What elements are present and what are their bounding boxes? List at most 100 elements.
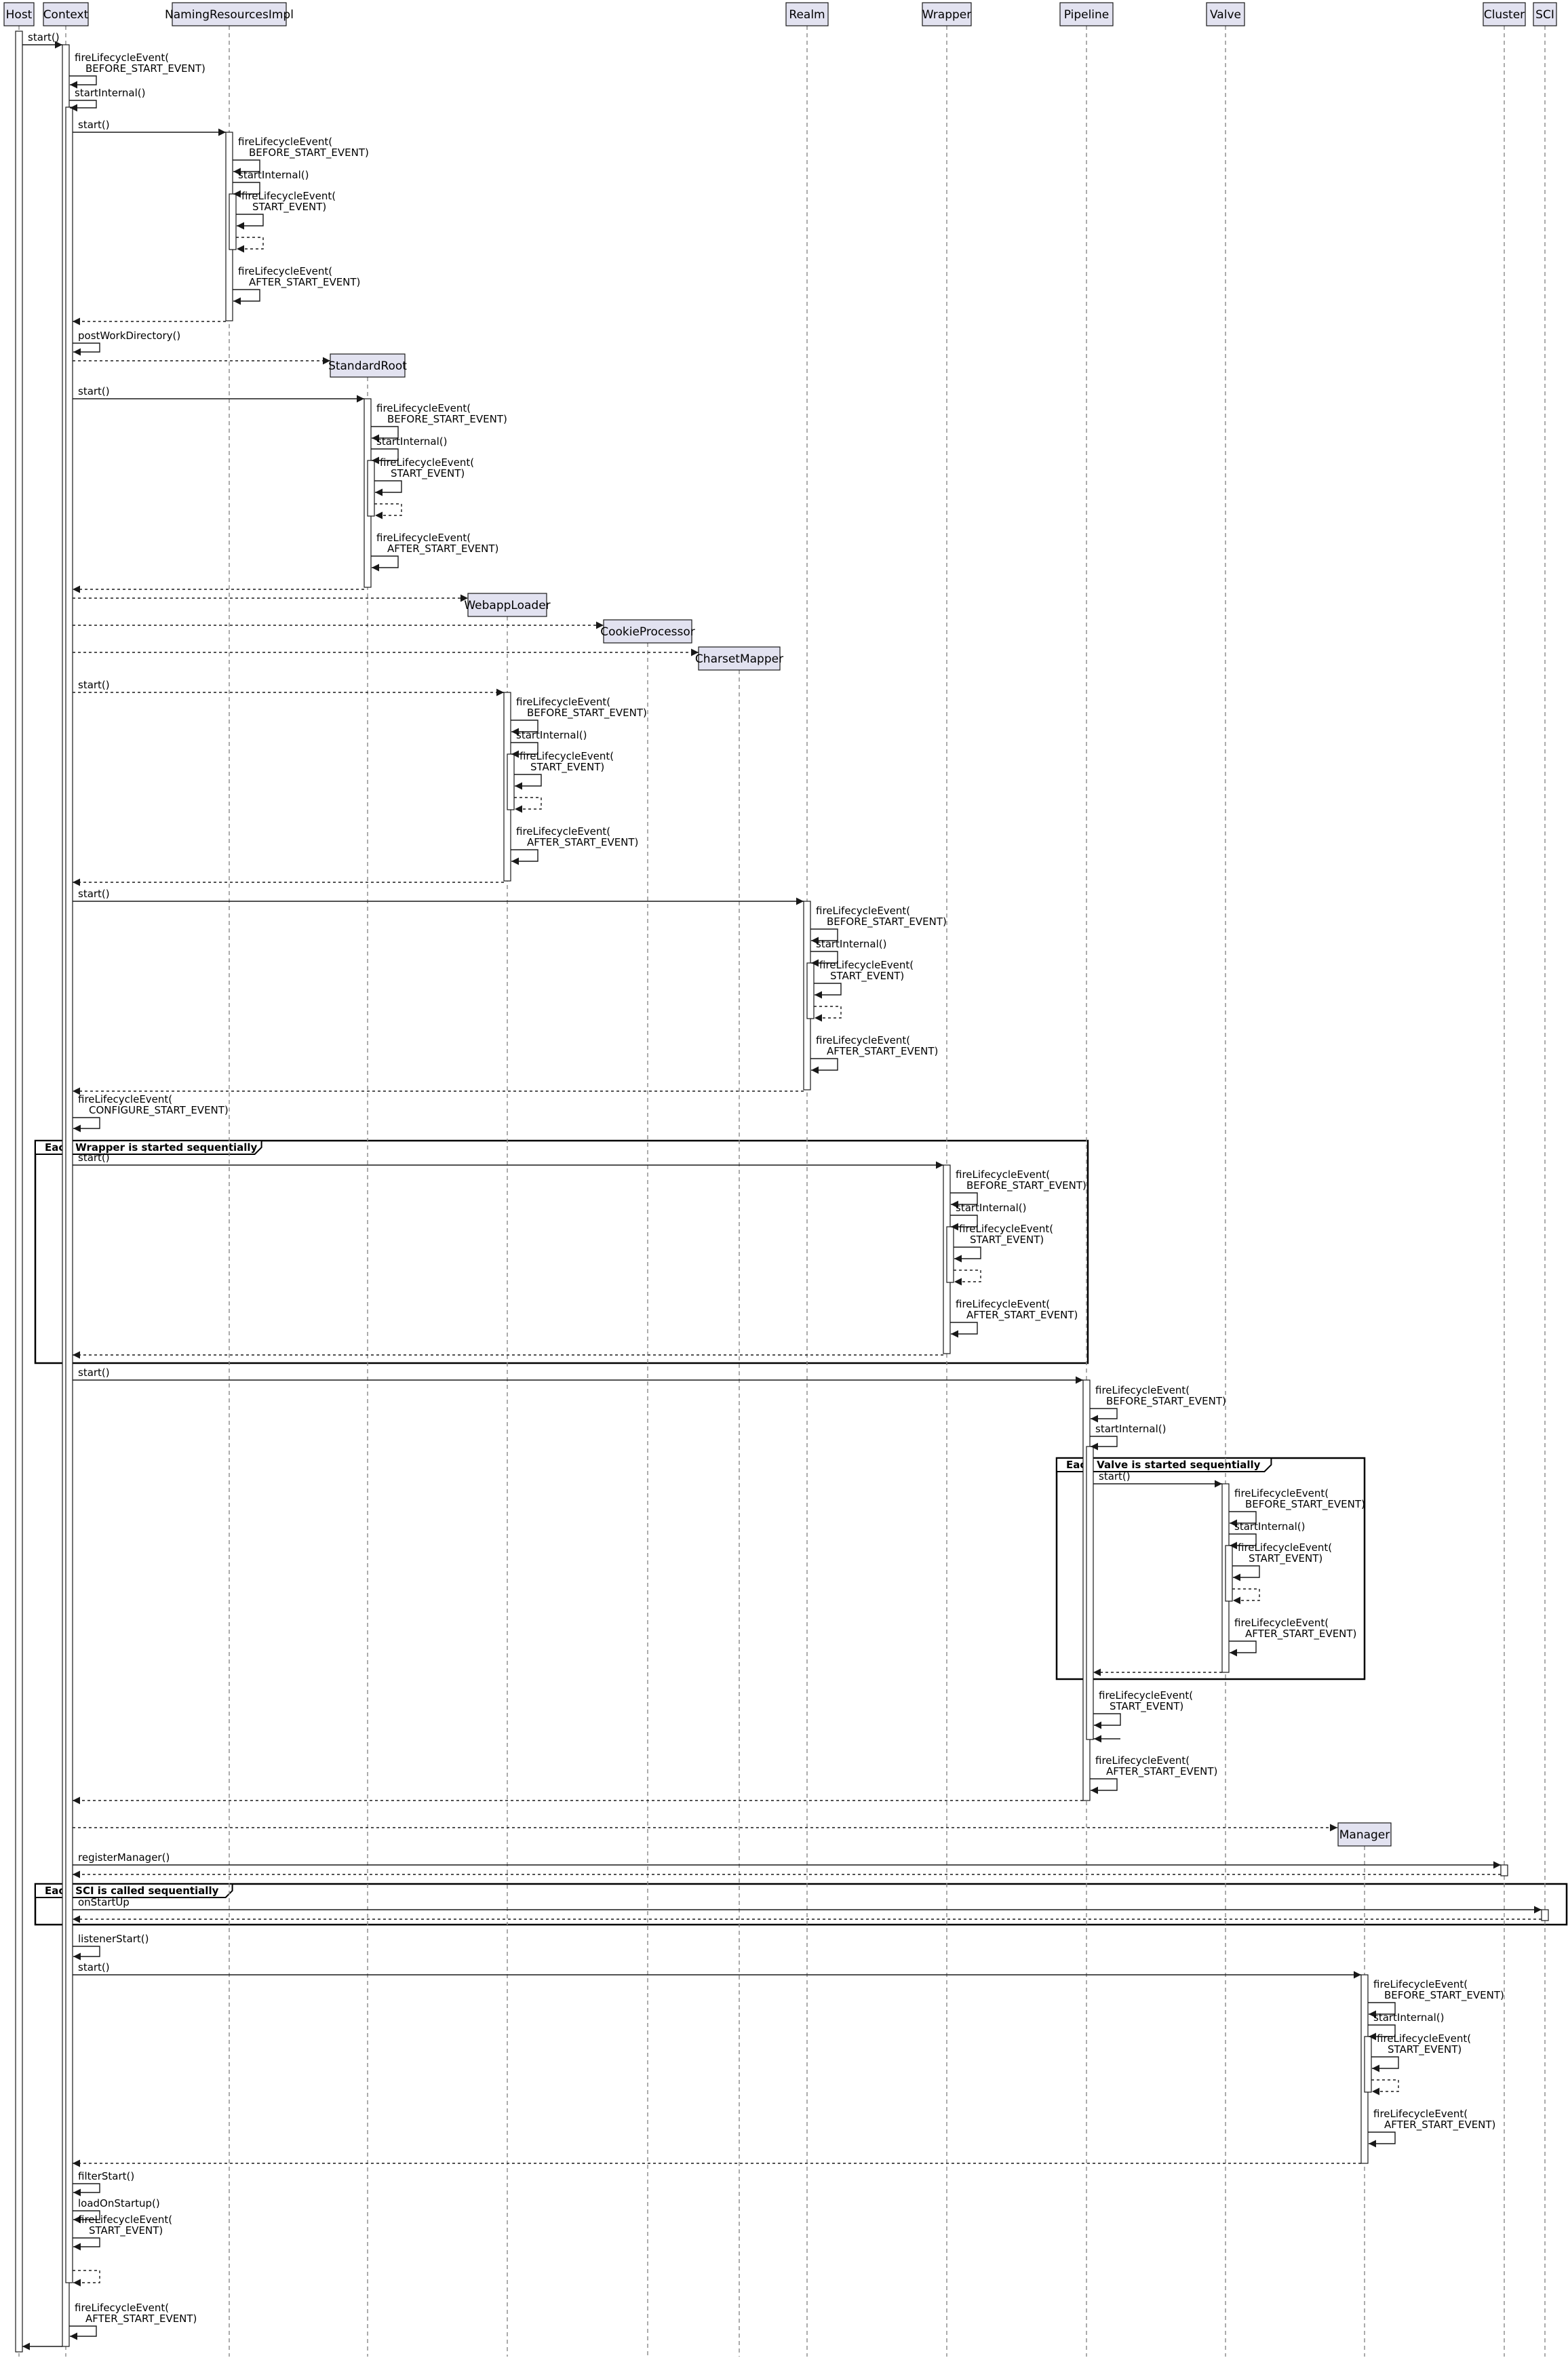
participant-label-loader: WebappLoader <box>464 599 550 612</box>
participant-pipeline <box>1059 2 1114 26</box>
group-frame-wrapper-label: Each Wrapper is started sequentially <box>45 1141 258 1154</box>
message-label: startInternal() <box>1373 2011 1444 2024</box>
message-label: startInternal() <box>816 938 886 950</box>
participant-naming <box>172 2 287 26</box>
message-label: BEFORE_START_EVENT) <box>85 62 205 75</box>
activation-sci <box>1541 1909 1549 1921</box>
message-label: start() <box>78 385 110 397</box>
message-label: loadOnStartup() <box>78 2197 160 2209</box>
group-frame-wrapper-tab <box>35 1140 262 1155</box>
message-label: fireLifecycleEvent( <box>516 825 610 838</box>
context-fire-after <box>69 2325 97 2340</box>
pipeline-fire-after <box>1090 1778 1118 1794</box>
self-fire-start-manager <box>1371 2056 1399 2072</box>
activation-internal-realm <box>806 962 815 1019</box>
message-label: startInternal() <box>956 1202 1026 1214</box>
participant-label-context: Context <box>43 8 89 22</box>
activation-internal-manager <box>1364 2036 1372 2093</box>
message-label: postWorkDirectory() <box>78 330 180 342</box>
message-label: start() <box>78 1366 110 1379</box>
group-frame-valve-label: Each Valve is started sequentially <box>1066 1459 1261 1471</box>
self-fire-start-naming <box>236 214 264 230</box>
self-return-stdroot <box>374 503 402 519</box>
message-label: START_EVENT) <box>970 1234 1044 1246</box>
message-label: AFTER_START_EVENT) <box>85 2313 197 2325</box>
self-start-internal-manager <box>1368 2024 1396 2041</box>
participant-label-host: Host <box>6 8 33 22</box>
self-return-wrapper <box>954 1270 981 1286</box>
message-label: START_EVENT) <box>830 970 904 983</box>
message-label: fireLifecycleEvent( <box>1373 2108 1468 2120</box>
context-fire-start <box>73 2237 100 2251</box>
context-fire-before <box>69 75 97 89</box>
participant-sci <box>1533 2 1557 26</box>
message-label: START_EVENT) <box>89 2224 163 2237</box>
message-label: fireLifecycleEvent( <box>75 2302 169 2314</box>
self-fire-after-wrapper <box>950 1322 978 1338</box>
message-label: fireLifecycleEvent( <box>1234 1487 1329 1499</box>
message-label: START_EVENT) <box>1388 2043 1462 2056</box>
context-listener-start <box>73 1946 100 1961</box>
message-label: START_EVENT) <box>1249 1552 1322 1565</box>
message-label: START_EVENT) <box>391 467 465 480</box>
message-label: START_EVENT) <box>1110 1700 1183 1713</box>
self-fire-after-realm <box>810 1058 838 1074</box>
message-label: fireLifecycleEvent( <box>376 532 471 544</box>
group-frame-valve-tab <box>1056 1457 1272 1472</box>
participant-label-stdroot: StandardRoot <box>328 359 407 373</box>
message-label: fireLifecycleEvent( <box>1234 1617 1329 1629</box>
self-return-realm <box>814 1006 842 1022</box>
self-start-internal-stdroot <box>371 448 399 465</box>
message-label: AFTER_START_EVENT) <box>527 836 638 849</box>
message-label: fireLifecycleEvent( <box>1095 1384 1190 1396</box>
participant-label-pipeline: Pipeline <box>1064 8 1110 22</box>
message-label: BEFORE_START_EVENT) <box>527 707 647 720</box>
participant-wrapper <box>922 2 972 26</box>
participant-cookie <box>603 619 692 644</box>
self-fire-before-stdroot <box>371 426 399 442</box>
message-label: start() <box>28 31 60 43</box>
participant-label-valve: Valve <box>1210 8 1241 22</box>
self-fire-before-loader <box>511 720 538 736</box>
message-label: AFTER_START_EVENT) <box>1106 1765 1217 1778</box>
message-label: fireLifecycleEvent( <box>1373 1978 1468 1990</box>
self-start-internal-realm <box>810 951 838 967</box>
self-fire-before-wrapper <box>950 1192 978 1208</box>
pipeline-fire-start <box>1093 1713 1121 1729</box>
message-label: startInternal() <box>75 87 145 99</box>
message-label: AFTER_START_EVENT) <box>1245 1628 1356 1640</box>
group-frames: Each Wrapper is started sequentiallyEach… <box>34 1139 1568 1926</box>
participant-label-manager: Manager <box>1339 1828 1390 1842</box>
context-return <box>73 2270 100 2287</box>
activation-context-nested <box>65 106 73 2283</box>
message-label: AFTER_START_EVENT) <box>387 543 498 555</box>
message-label: CONFIGURE_START_EVENT) <box>89 1104 229 1117</box>
message-label: startInternal() <box>516 729 587 741</box>
self-fire-after-valve <box>1229 1640 1257 1657</box>
participant-label-wrapper: Wrapper <box>922 8 971 22</box>
message-label: startInternal() <box>238 169 309 181</box>
self-start-internal-wrapper <box>950 1215 978 1231</box>
participant-realm <box>785 2 829 26</box>
participant-cluster <box>1483 2 1526 26</box>
message-label: startInternal() <box>1095 1423 1166 1435</box>
message-label: start() <box>78 119 110 131</box>
message-label: startInternal() <box>376 435 447 448</box>
context-start-internal <box>69 100 97 112</box>
activation-pipeline-internal <box>1086 1446 1094 1740</box>
message-label: fireLifecycleEvent( <box>819 959 914 971</box>
message-label: START_EVENT) <box>530 761 604 774</box>
self-return-manager <box>1371 2079 1399 2096</box>
context-filter-start <box>73 2183 100 2197</box>
self-fire-after-loader <box>511 849 538 865</box>
self-start-internal-loader <box>511 742 538 758</box>
message-label: start() <box>78 1961 110 1973</box>
message-label: BEFORE_START_EVENT) <box>1245 1498 1365 1511</box>
message-arrows <box>22 41 1542 2351</box>
message-label: listenerStart() <box>78 1933 149 1945</box>
message-label: BEFORE_START_EVENT) <box>249 146 369 159</box>
participant-label-cookie: CookieProcessor <box>600 625 695 639</box>
self-fire-after-naming <box>233 289 260 305</box>
